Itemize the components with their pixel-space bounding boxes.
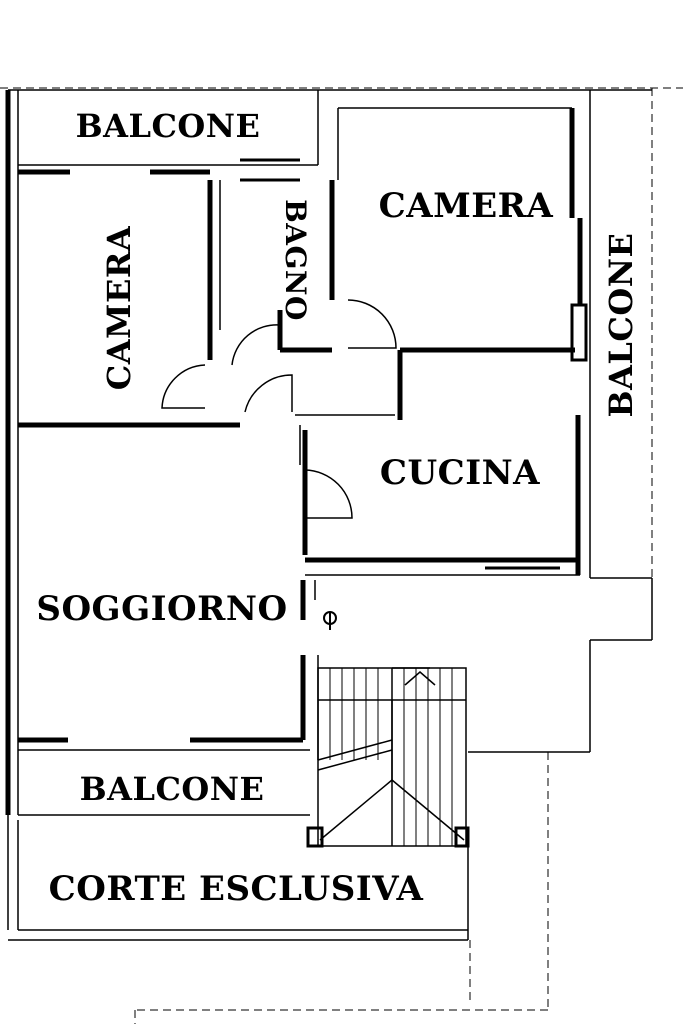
label-camera-left: CAMERA [100, 225, 138, 390]
entrance-marker [323, 611, 337, 630]
staircase [306, 667, 470, 848]
label-balcone-bottom: BALCONE [80, 770, 265, 808]
interior-walls [7, 180, 580, 941]
label-balcone-top: BALCONE [76, 107, 261, 145]
label-balcone-right: BALCONE [602, 233, 640, 418]
exterior-walls [5, 89, 653, 815]
property-boundary [0, 87, 683, 1024]
label-soggiorno: SOGGIORNO [36, 589, 287, 629]
label-corte-esclusiva: CORTE ESCLUSIVA [49, 869, 424, 909]
label-bagno: BAGNO [279, 199, 312, 321]
doors [161, 299, 397, 519]
label-camera-right: CAMERA [379, 186, 554, 226]
label-cucina: CUCINA [380, 453, 540, 493]
